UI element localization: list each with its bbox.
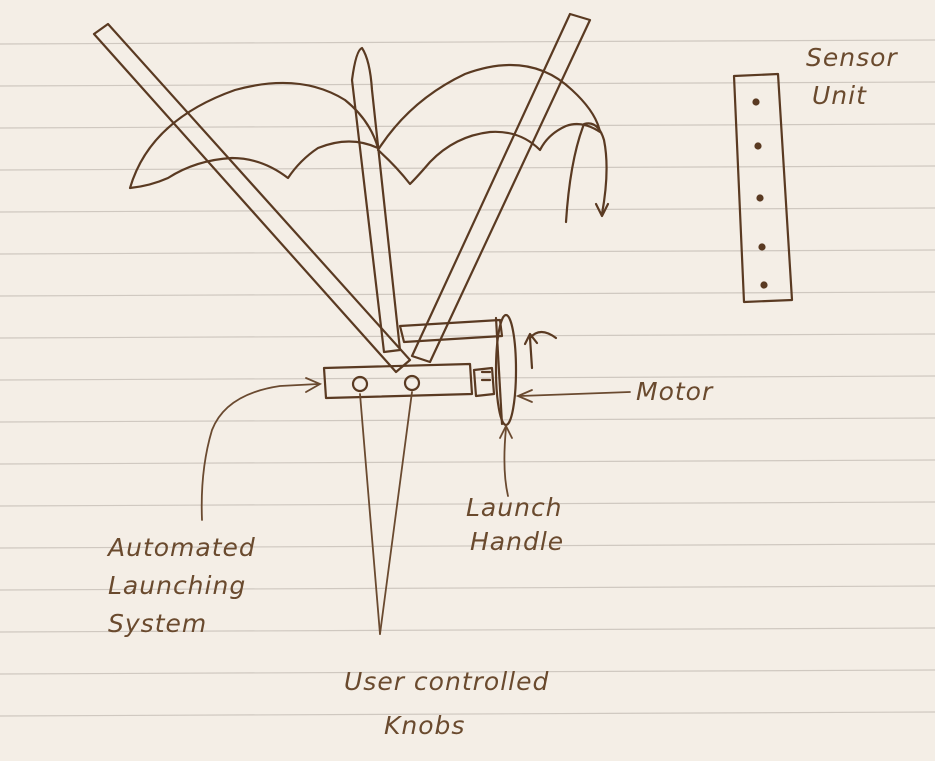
label-motor: Motor	[636, 378, 713, 406]
left-pole	[94, 24, 410, 372]
label-user-controlled: User controlled	[344, 668, 549, 696]
wing-rotation-arrow	[566, 123, 607, 222]
sensor-unit-body	[734, 74, 792, 302]
label-knobs: Knobs	[384, 712, 465, 740]
label-handle: Handle	[470, 528, 564, 556]
label-launch: Launch	[466, 494, 563, 522]
sensor-dot	[754, 100, 759, 105]
label-launching: Launching	[108, 572, 246, 600]
label-automated: Automated	[108, 534, 256, 562]
leader-knob-left	[360, 394, 380, 634]
knob-left	[353, 377, 367, 391]
leader-knob-right	[380, 392, 412, 634]
left-wing	[130, 83, 378, 188]
upper-crossbar	[400, 320, 502, 342]
right-wing	[378, 65, 600, 184]
sensor-dot	[756, 144, 761, 149]
center-pole	[352, 48, 400, 352]
leader-automated-launching-system	[202, 384, 318, 520]
label-unit: Unit	[812, 82, 867, 110]
sensor-dot	[760, 245, 765, 250]
label-system: System	[108, 610, 207, 638]
leader-motor	[520, 392, 630, 396]
label-sensor: Sensor	[806, 44, 898, 72]
sensor-dot	[762, 283, 767, 288]
sensor-dot	[758, 196, 763, 201]
